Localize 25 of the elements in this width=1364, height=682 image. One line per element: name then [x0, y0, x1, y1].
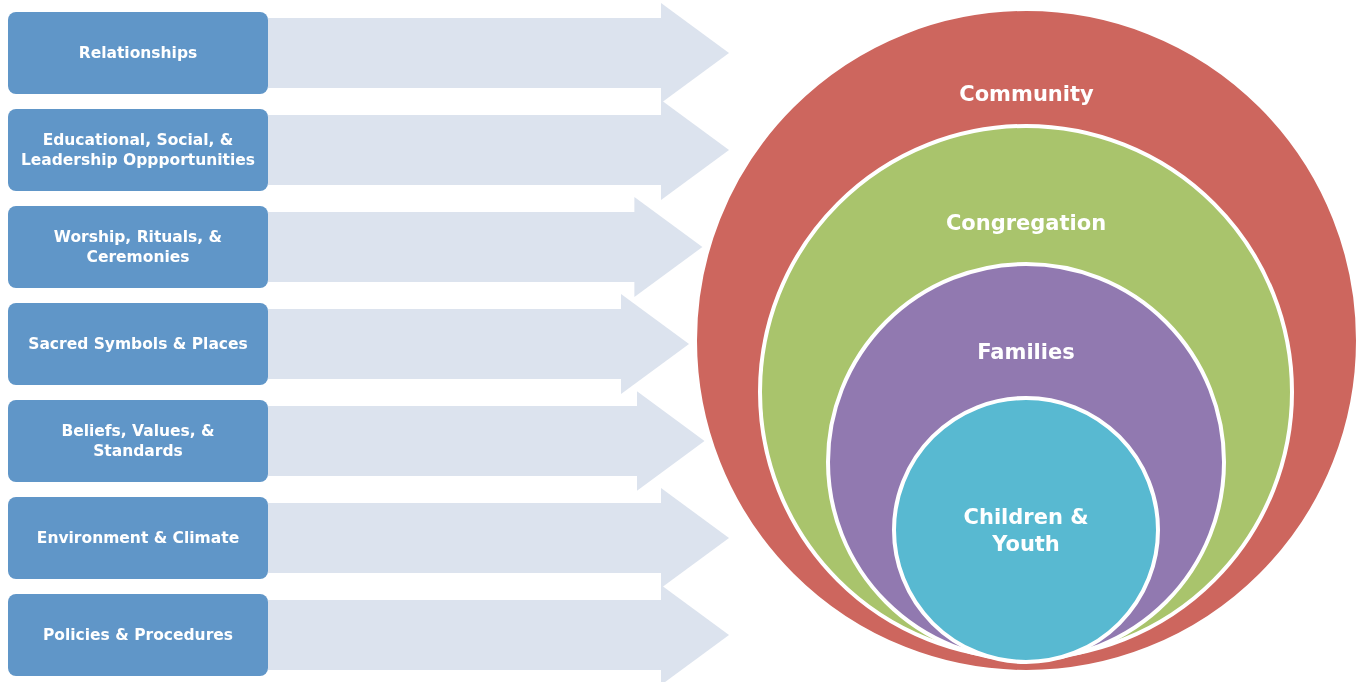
category-box: [8, 497, 268, 579]
circle-label: Families: [976, 339, 1076, 366]
circle-label: Community: [958, 81, 1095, 108]
block-arrow: [268, 197, 703, 297]
block-arrow: [268, 3, 729, 103]
category-box: [8, 594, 268, 676]
block-arrow: [268, 488, 729, 588]
circle-label: Congregation: [944, 210, 1108, 237]
box-label: Sacred Symbols & Places: [28, 334, 248, 354]
box-label: Beliefs, Values, & Standards: [60, 421, 216, 461]
block-arrow: [268, 391, 705, 491]
block-arrow: [268, 585, 729, 682]
block-arrow: [268, 294, 689, 394]
box-label: Relationships: [78, 43, 198, 63]
box-label: Environment & Climate: [36, 528, 240, 548]
box-label: Policies & Procedures: [42, 625, 234, 645]
category-box: [8, 303, 268, 385]
circle-label: Children & Youth: [962, 504, 1090, 558]
category-box: [8, 12, 268, 94]
block-arrow: [268, 100, 729, 200]
category-box: [8, 206, 268, 288]
category-box: [8, 109, 268, 191]
category-box: [8, 400, 268, 482]
box-label: Worship, Rituals, & Ceremonies: [52, 227, 224, 267]
box-label: Educational, Social, & Leadership Oppportunities: [19, 130, 257, 170]
